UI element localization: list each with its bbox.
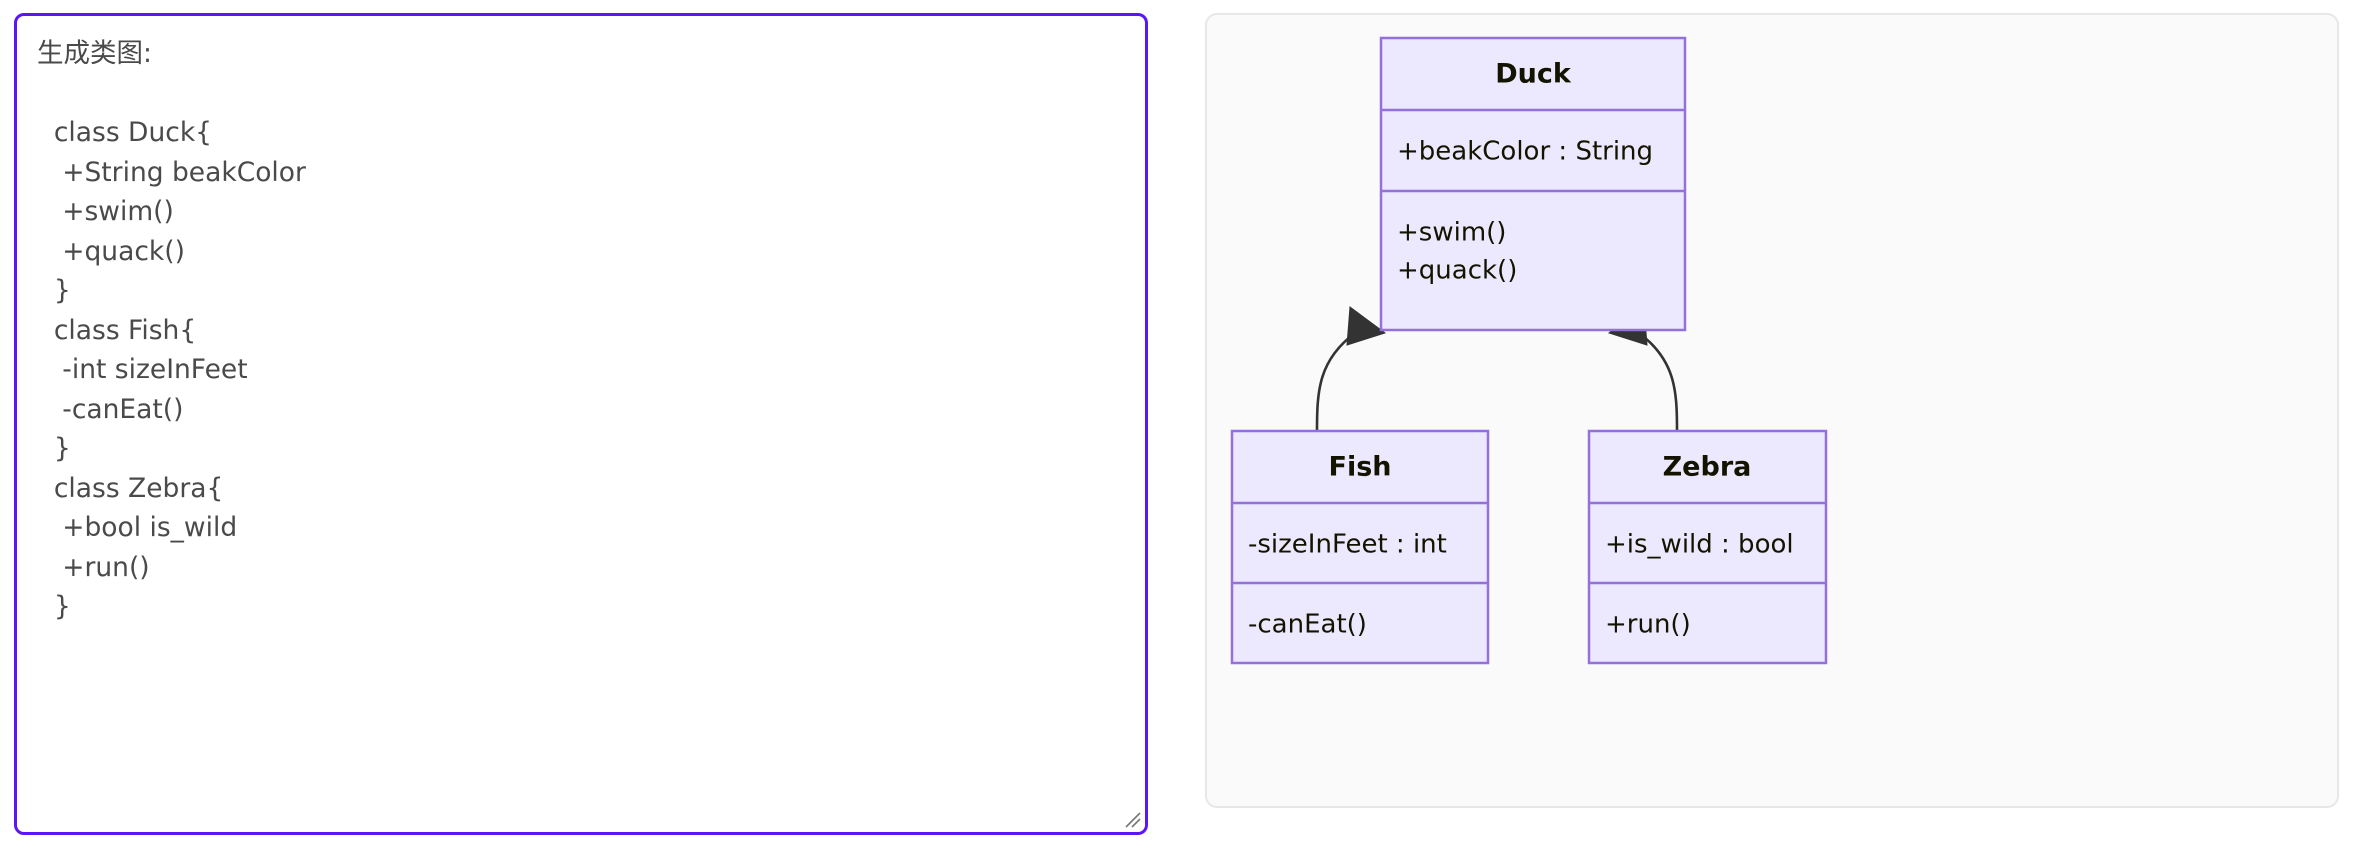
class-node-duck[interactable]: Duck +beakColor : String +swim() +quack(… [1379,36,1687,332]
class-name-duck: Duck [1495,59,1572,90]
class-method: -canEat() [1248,610,1367,640]
class-name-zebra: Zebra [1663,452,1752,483]
class-method: +swim() [1397,218,1506,248]
class-attribute: +beakColor : String [1397,137,1653,167]
class-attribute: +is_wild : bool [1605,530,1794,560]
class-method: +quack() [1397,256,1517,286]
class-method: +run() [1605,610,1691,640]
class-name-fish: Fish [1329,452,1392,483]
edge-fish-to-duck [1315,306,1387,431]
class-node-fish[interactable]: Fish -sizeInFeet : int -canEat() [1230,429,1490,665]
class-diagram-panel: Duck +beakColor : String +swim() +quack(… [1205,13,2339,808]
class-diagram-svg: Duck +beakColor : String +swim() +quack(… [1230,36,1828,665]
class-attribute: -sizeInFeet : int [1248,530,1447,560]
mermaid-source-panel[interactable] [14,13,1148,835]
class-node-zebra[interactable]: Zebra +is_wild : bool +run() [1587,429,1828,665]
mermaid-source-textarea[interactable] [17,16,1145,832]
